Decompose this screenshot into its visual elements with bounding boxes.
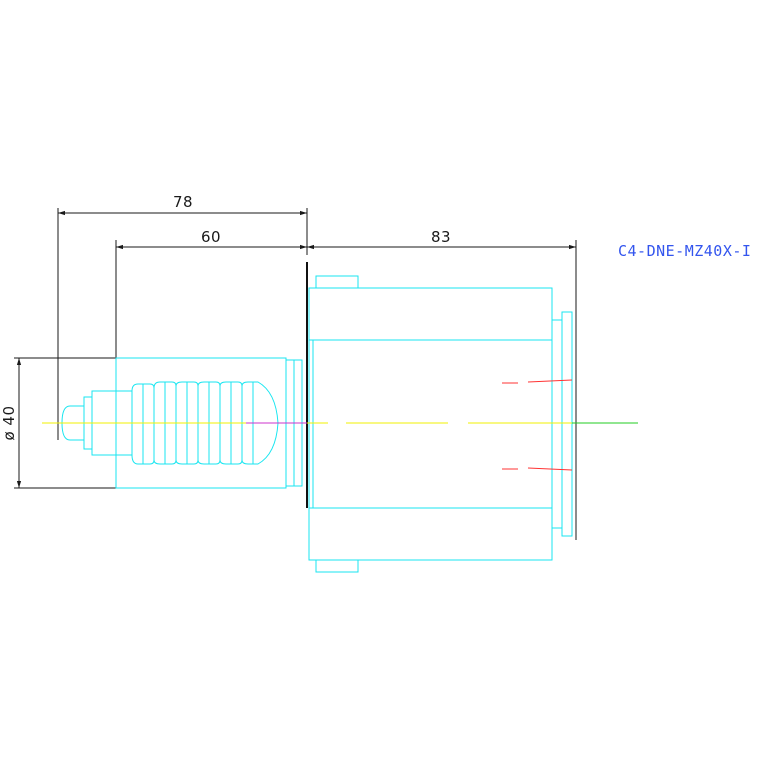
dimension-78: 78: [57, 193, 308, 440]
dimension-diameter-text: ø 40: [0, 405, 18, 440]
dimension-diameter: ø 40: [0, 357, 122, 489]
end-disc: [561, 311, 573, 537]
dimension-83-text: 83: [431, 228, 451, 246]
tool-head: [308, 275, 573, 573]
dimension-78-text: 78: [173, 193, 193, 211]
shank-tip: [61, 405, 85, 441]
dimension-83: 83: [307, 228, 577, 540]
part-label: C4-DNE-MZ40X-I: [618, 242, 751, 260]
hidden-feature-markers: [502, 379, 573, 471]
dimension-60-text: 60: [201, 228, 221, 246]
drawing-sheet: [0, 195, 767, 575]
